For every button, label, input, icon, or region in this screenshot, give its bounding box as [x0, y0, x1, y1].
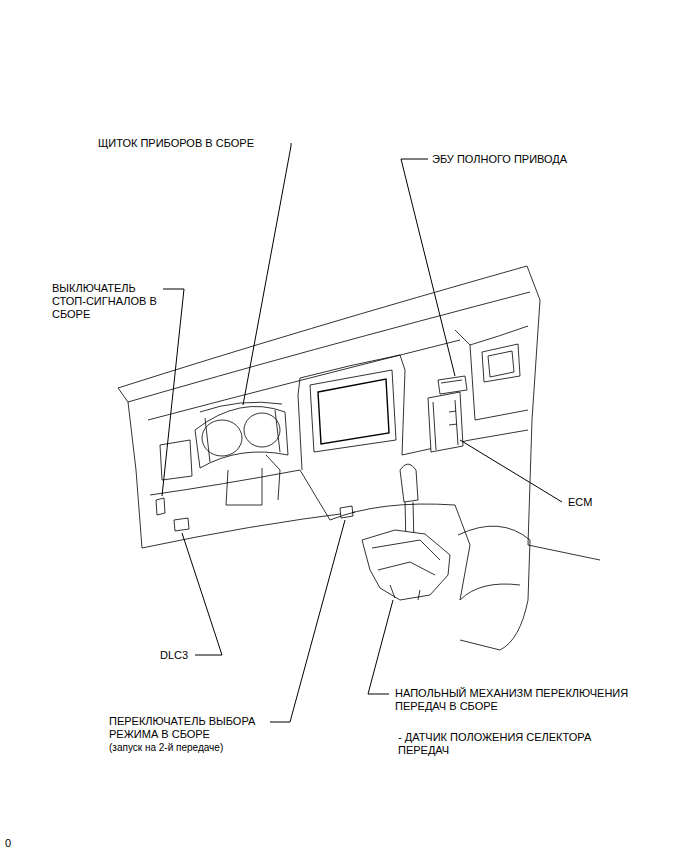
- part-name: ПЕРЕКЛЮЧАТЕЛЬ ВЫБОРА РЕЖИМА В СБОРЕ: [109, 715, 265, 741]
- part-name: ЭБУ ПОЛНОГО ПРИВОДА: [432, 153, 567, 166]
- part-name: ВЫКЛЮЧАТЕЛЬ СТОП-СИГНАЛОВ В СБОРЕ: [52, 282, 170, 321]
- part-name: DLC3: [160, 649, 188, 662]
- figure-number: 0: [5, 837, 11, 850]
- part-name: НАПОЛЬНЫЙ МЕХАНИЗМ ПЕРЕКЛЮЧЕНИЯ ПЕРЕДАЧ …: [395, 687, 645, 713]
- part-name: ЩИТОК ПРИБОРОВ В СБОРЕ: [98, 137, 254, 150]
- leader-lines: [162, 143, 562, 722]
- sub-part-name: - ДАТЧИК ПОЛОЖЕНИЯ СЕЛЕКТОРА ПЕРЕДАЧ: [398, 731, 630, 757]
- part-name: ECM: [568, 496, 592, 509]
- part-note: (запуск на 2-й передаче): [109, 741, 223, 754]
